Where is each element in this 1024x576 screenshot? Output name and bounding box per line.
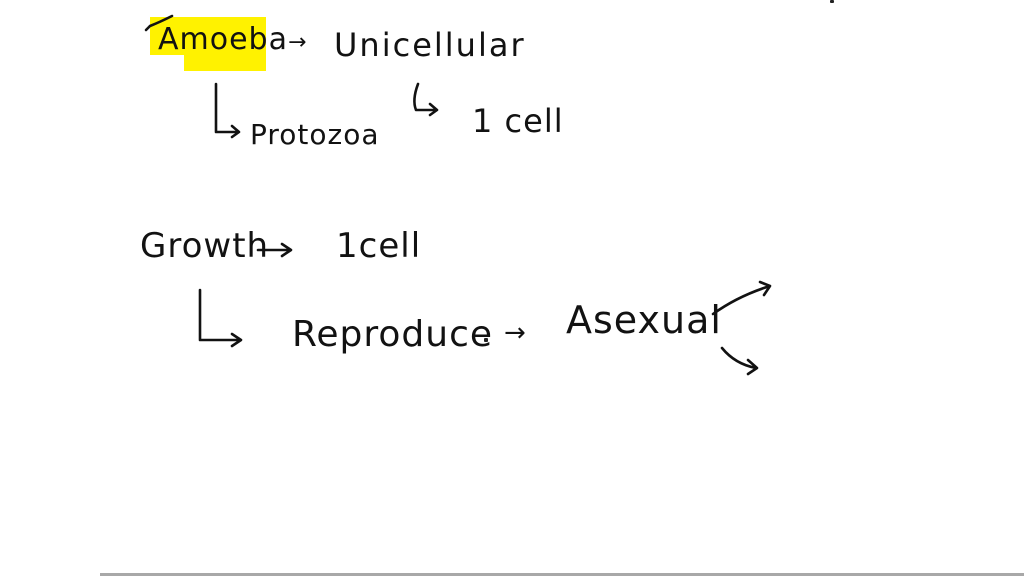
note-unicellular: Unicellular <box>334 26 526 64</box>
dot-mark <box>484 338 488 342</box>
bent-arrow-protozoa-icon <box>214 82 241 139</box>
branch-arrow-up-icon <box>711 280 772 316</box>
note-one-cell-a: 1 cell <box>472 102 564 140</box>
tick-mark-icon <box>144 14 174 32</box>
highlight-amoeba-lower <box>184 45 266 71</box>
note-asexual: Asexual <box>566 298 722 342</box>
note-reproduce: Reproduce <box>292 314 494 355</box>
note-arrow-2: → <box>504 318 527 348</box>
stray-mark <box>830 0 834 3</box>
growth-arrow-icon <box>256 242 293 258</box>
note-arrow-1: → <box>288 30 308 55</box>
bottom-divider <box>100 573 1024 576</box>
note-one-cell-b: 1cell <box>336 226 422 266</box>
note-growth: Growth <box>140 226 270 266</box>
branch-arrow-down-icon <box>720 346 759 376</box>
note-protozoa: Protozoa <box>250 118 380 151</box>
hook-arrow-cell-icon <box>413 82 439 117</box>
bent-arrow-reproduce-icon <box>198 288 243 348</box>
note-amoeba: Amoeba <box>158 22 288 57</box>
